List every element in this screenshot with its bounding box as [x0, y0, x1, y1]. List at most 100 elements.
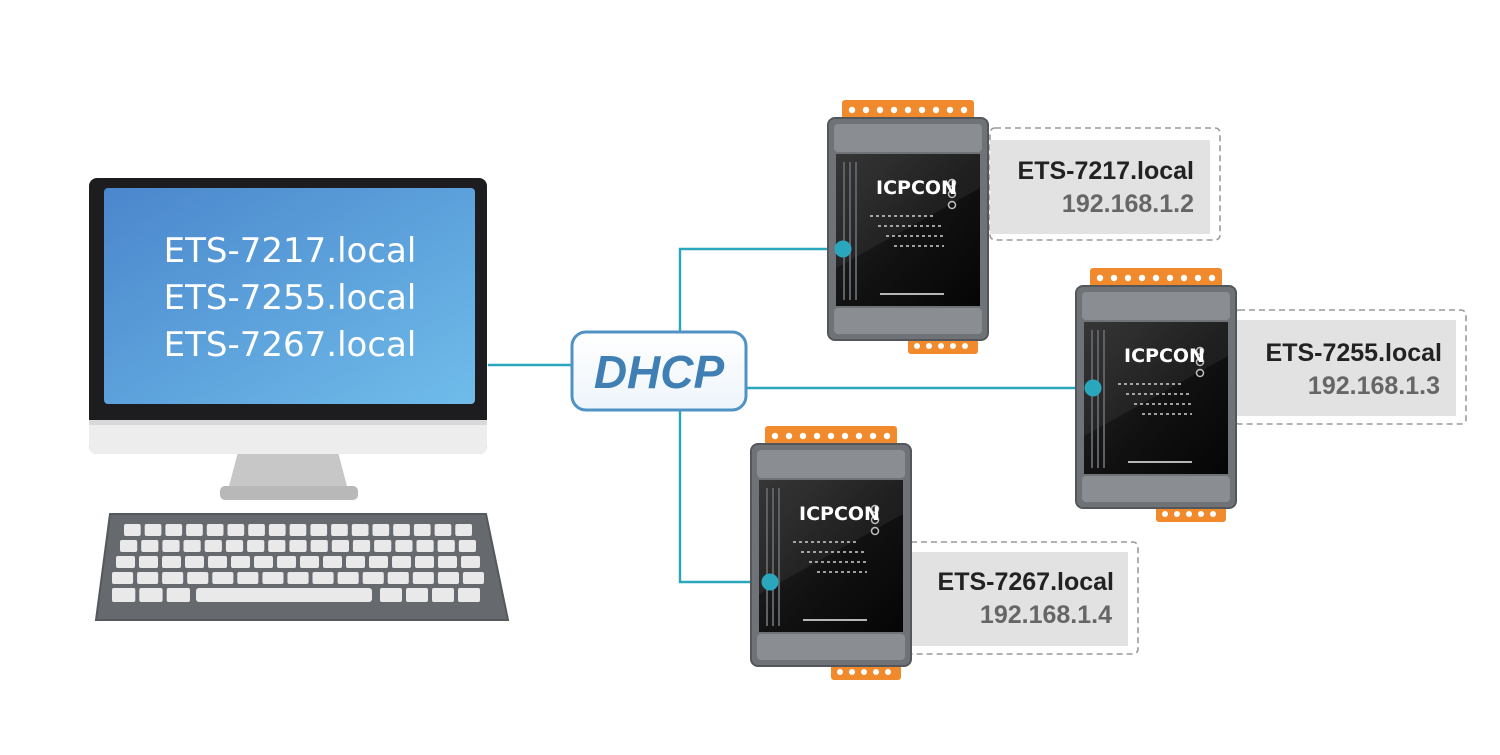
device-logo: ICPCON [876, 177, 957, 199]
keyboard-key [208, 556, 227, 568]
device-port [834, 240, 852, 258]
keyboard-key [254, 556, 273, 568]
link-dhcp-device-3 [678, 410, 770, 584]
keyboard-key [206, 524, 224, 536]
device-label-box [990, 140, 1210, 234]
keyboard-key [137, 572, 159, 584]
keyboard-key [289, 540, 307, 552]
keyboard-key [185, 556, 204, 568]
dhcp-server: DHCP [570, 330, 748, 412]
keyboard-key [162, 556, 181, 568]
device-label-frame [905, 541, 1139, 655]
link-dhcp-device-1 [678, 247, 843, 332]
keyboard-key [372, 524, 390, 536]
keyboard-key [415, 556, 434, 568]
keyboard-key [455, 524, 472, 536]
keyboard-key [416, 540, 434, 552]
keyboard-key [337, 572, 359, 584]
keyboard-key [186, 524, 203, 536]
keyboard-key [287, 572, 309, 584]
dhcp-box [570, 330, 748, 412]
keyboard-key [369, 556, 388, 568]
keyboard-key [434, 524, 452, 536]
keyboard-key [432, 588, 454, 602]
keyboard-key [262, 572, 284, 584]
device-hostname: ETS-7255.local [1266, 339, 1442, 367]
keyboard-key [406, 588, 428, 602]
keyboard-key [124, 524, 141, 536]
keyboard-key [183, 540, 201, 552]
keyboard-spacebar [196, 588, 372, 602]
device-ets-7255: ICPCON ETS-7255.local 192.168.1.3 [1075, 267, 1467, 523]
screen-line-2: ETS-7255.local [164, 278, 417, 318]
keyboard-key [225, 540, 244, 552]
keyboard-key [437, 572, 459, 584]
keyboard-key [352, 540, 371, 552]
dhcp-label: DHCP [594, 346, 725, 398]
keyboard-key [310, 524, 328, 536]
keyboard-key [289, 524, 307, 536]
keyboard-key [458, 588, 480, 602]
keyboard-keys [112, 524, 484, 602]
keyboard-key [112, 572, 134, 584]
device-hostname: ETS-7267.local [938, 568, 1114, 596]
monitor-screen [104, 188, 475, 404]
keyboard-key [387, 572, 409, 584]
keyboard-key [393, 524, 410, 536]
keyboard-key [331, 540, 349, 552]
keyboard-key [362, 572, 384, 584]
keyboard-key [312, 572, 334, 584]
network-links [488, 247, 1093, 584]
keyboard-key [268, 524, 286, 536]
keyboard-key [268, 540, 286, 552]
keyboard-key [380, 588, 402, 602]
keyboard-key [212, 572, 234, 584]
monitor-stand-neck [228, 452, 348, 490]
keyboard-key [204, 540, 222, 552]
keyboard-key [412, 572, 434, 584]
device-logo: ICPCON [799, 503, 880, 525]
keyboard-key [231, 556, 250, 568]
device-ets-7217: ICPCON ETS-7217.local 192.168.1.2 [827, 99, 1221, 355]
screen-line-1: ETS-7217.local [164, 231, 417, 271]
keyboard-key [116, 556, 135, 568]
keyboard-key [141, 540, 159, 552]
device-port [761, 573, 779, 591]
keyboard-key [438, 556, 457, 568]
keyboard-key [144, 524, 162, 536]
keyboard-key [462, 572, 484, 584]
keyboard-key [351, 524, 369, 536]
keyboard-key [277, 556, 296, 568]
keyboard-key [120, 540, 138, 552]
keyboard-key [413, 524, 431, 536]
device-ip: 192.168.1.4 [980, 601, 1112, 629]
keyboard-key [248, 524, 265, 536]
device-label-box [1234, 320, 1456, 416]
device-label-box [906, 552, 1128, 646]
keyboard-key [237, 572, 259, 584]
monitor-stand-base [220, 486, 358, 500]
device-ip: 192.168.1.3 [1308, 372, 1440, 400]
keyboard-key [323, 556, 342, 568]
keyboard-key [162, 540, 180, 552]
keyboard-key [112, 588, 136, 602]
keyboard-key [166, 588, 190, 602]
keyboard-key [187, 572, 209, 584]
screen-line-3: ETS-7267.local [164, 325, 417, 365]
keyboard-key [458, 540, 476, 552]
monitor-chin [89, 420, 487, 454]
keyboard-key [461, 556, 480, 568]
keyboard-key [346, 556, 365, 568]
device-logo: ICPCON [1124, 345, 1205, 367]
keyboard-key [437, 540, 455, 552]
keyboard-key [165, 524, 183, 536]
keyboard-key [300, 556, 319, 568]
computer: ETS-7217.local ETS-7255.local ETS-7267.l… [89, 178, 510, 621]
keyboard-key [162, 572, 184, 584]
device-ets-7267: ICPCON ETS-7267.local 192.168.1.4 [750, 425, 1139, 681]
keyboard-key [395, 540, 413, 552]
keyboard-key [139, 556, 158, 568]
keyboard-key [310, 540, 328, 552]
device-ip: 192.168.1.2 [1062, 190, 1194, 218]
